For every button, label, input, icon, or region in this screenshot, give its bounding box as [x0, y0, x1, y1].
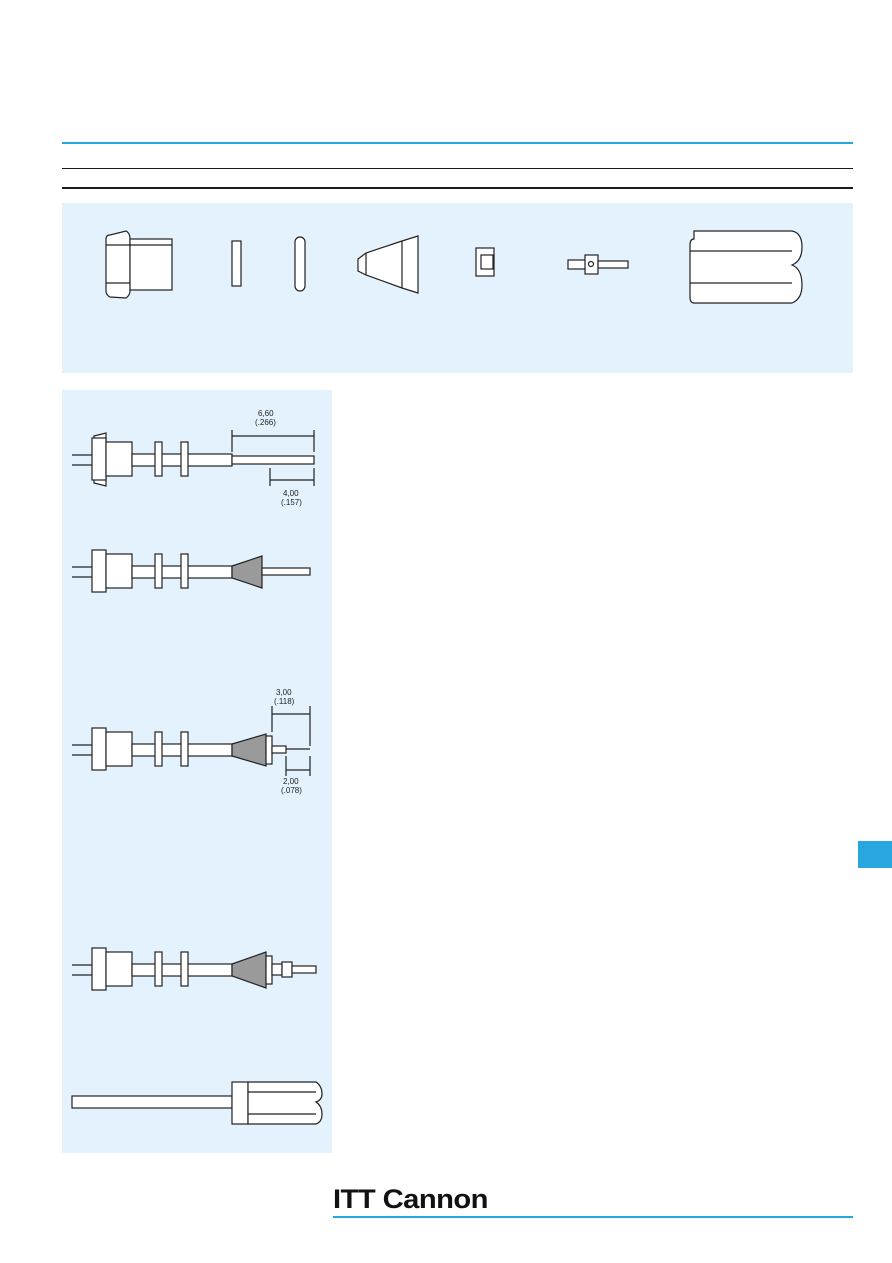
step-1-strip-jacket: 6,60 (.266) 4,00 (.157)	[72, 409, 315, 507]
dim-conductor-mm: 2,00	[283, 777, 299, 786]
parts-illustration	[105, 230, 803, 304]
dim-dielectric-mm: 3,00	[276, 688, 292, 697]
parts-panel	[62, 203, 853, 373]
contact-pin-part	[567, 254, 629, 275]
footer-blue-rule	[333, 1216, 853, 1218]
connector-body-part	[689, 230, 803, 304]
clamp-part	[357, 235, 419, 294]
step-5-final-assembly	[71, 1081, 323, 1125]
step-2-comb-braid	[72, 549, 311, 593]
step-4-attach-contact	[72, 947, 317, 991]
dim-dielectric-in: (.118)	[274, 697, 295, 706]
dim-jacket-mm: 6,60	[258, 409, 274, 418]
dim-braid-mm: 4,00	[283, 489, 299, 498]
header-blue-rule	[62, 142, 853, 144]
gasket-part	[294, 236, 306, 292]
assembly-steps-panel: 6,60 (.266) 4,00 (.157)	[62, 390, 332, 1153]
coupling-nut-part	[105, 230, 173, 299]
dim-braid-in: (.157)	[281, 498, 302, 507]
dim-jacket-in: (.266)	[255, 418, 276, 427]
header-thin-rule	[62, 168, 853, 169]
header-thick-rule	[62, 187, 853, 189]
washer-part	[231, 240, 242, 287]
step-3-strip-dielectric: 3,00 (.118) 2,00 (.078)	[72, 688, 311, 795]
section-tab	[858, 841, 892, 868]
itt-cannon-logo: ITT Cannon	[333, 1184, 489, 1214]
insulator-part	[475, 247, 495, 277]
assembly-illustration: 6,60 (.266) 4,00 (.157)	[71, 409, 323, 1125]
dim-conductor-in: (.078)	[281, 786, 302, 795]
